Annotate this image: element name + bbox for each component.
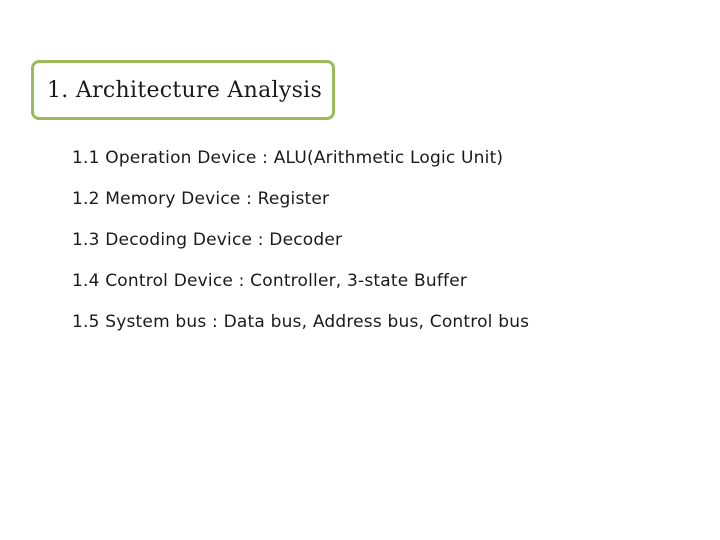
list-item-operation-device: 1.1 Operation Device : ALU(Arithmetic Lo… (72, 148, 504, 168)
item-list: 1.1 Operation Device : ALU(Arithmetic Lo… (72, 148, 529, 353)
slide-title: 1. Architecture Analysis (47, 77, 323, 103)
list-item-control-device: 1.4 Control Device : Controller, 3-state… (72, 271, 468, 291)
title-box: 1. Architecture Analysis (31, 60, 335, 120)
list-item-memory-device: 1.2 Memory Device : Register (72, 189, 330, 209)
list-item-decoding-device: 1.3 Decoding Device : Decoder (72, 230, 343, 250)
list-item-system-bus: 1.5 System bus : Data bus, Address bus, … (72, 312, 530, 332)
